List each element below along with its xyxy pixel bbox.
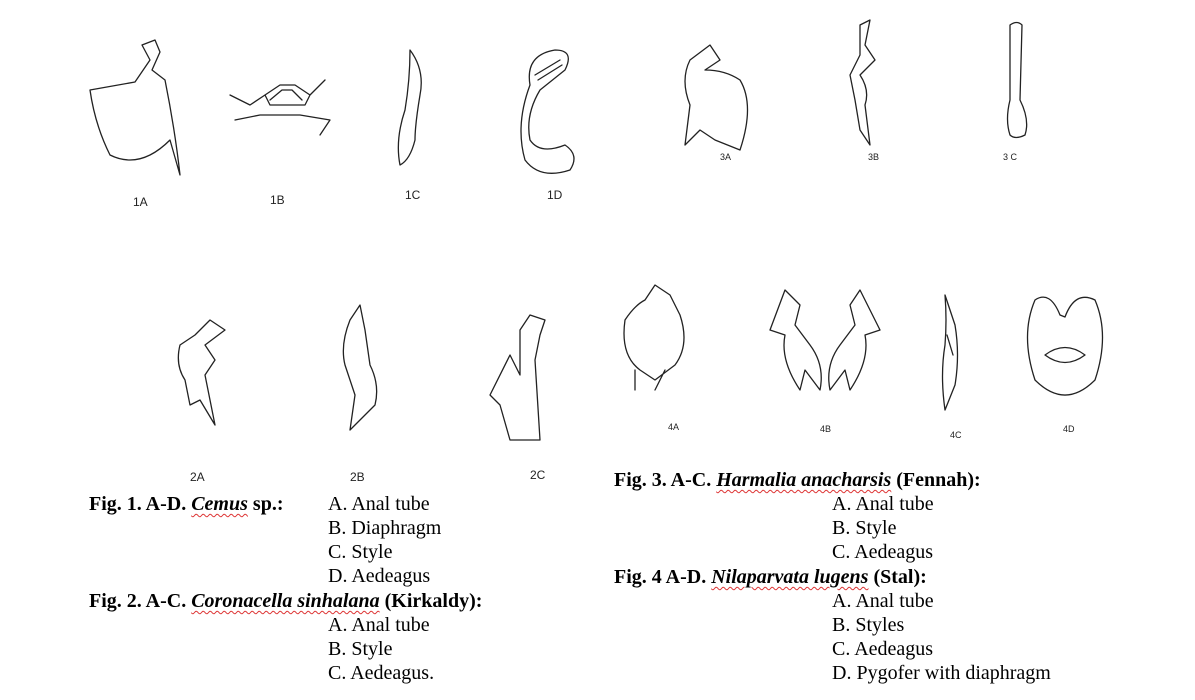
label-4d: 4D bbox=[1063, 424, 1075, 434]
caption-item: C. Aedeagus. bbox=[328, 662, 435, 684]
drawing-4d-pygofer bbox=[1026, 296, 1104, 396]
drawing-3a-anal-tube bbox=[684, 44, 749, 151]
caption-fig2: Fig. 2. A-C. Coronacella sinhalana (Kirk… bbox=[89, 589, 482, 613]
caption-prefix: Fig. 3. A-C. bbox=[614, 469, 712, 491]
caption-suffix: (Kirkaldy): bbox=[384, 590, 483, 612]
caption-prefix: Fig. 4 A-D. bbox=[614, 566, 707, 588]
label-4a: 4A bbox=[668, 422, 680, 432]
caption-item: D. Pygofer with diaphragm bbox=[832, 662, 1051, 684]
caption-fig4-items: A. Anal tube B. Styles C. Aedeagus D. Py… bbox=[832, 589, 1051, 685]
caption-item: C. Style bbox=[328, 541, 393, 563]
caption-fig4: Fig. 4 A-D. Nilaparvata lugens (Stal): bbox=[614, 565, 927, 589]
drawing-2c-aedeagus bbox=[489, 314, 546, 441]
label-3c: 3 C bbox=[1003, 152, 1018, 162]
drawing-1b-diaphragm bbox=[229, 79, 331, 136]
caption-item: C. Aedeagus bbox=[832, 541, 934, 563]
species-name: Harmalia anacharsis bbox=[716, 469, 892, 491]
caption-item: B. Style bbox=[328, 638, 393, 660]
drawing-1c-style bbox=[397, 49, 422, 166]
caption-fig2-items: A. Anal tube B. Style C. Aedeagus. bbox=[328, 613, 434, 685]
caption-item: A. Anal tube bbox=[832, 493, 934, 515]
drawing-3b-style bbox=[849, 19, 876, 146]
label-1a: 1A bbox=[133, 195, 148, 209]
caption-fig3-items: A. Anal tube B. Style C. Aedeagus bbox=[832, 492, 934, 564]
caption-fig1-items: A. Anal tube B. Diaphragm C. Style D. Ae… bbox=[328, 492, 441, 588]
label-4b: 4B bbox=[820, 424, 832, 434]
drawing-4a-anal-tube bbox=[623, 284, 685, 391]
drawing-1a-anal-tube bbox=[89, 39, 181, 176]
caption-suffix: sp.: bbox=[252, 493, 284, 515]
caption-fig3: Fig. 3. A-C. Harmalia anacharsis (Fennah… bbox=[614, 468, 981, 492]
drawing-1d-aedeagus bbox=[520, 49, 575, 174]
species-name: Cemus bbox=[191, 493, 248, 515]
species-name: Coronacella sinhalana bbox=[191, 590, 380, 612]
label-3b: 3B bbox=[868, 152, 880, 162]
caption-item: B. Diaphragm bbox=[328, 517, 442, 539]
label-1d: 1D bbox=[547, 188, 563, 202]
caption-prefix: Fig. 1. A-D. bbox=[89, 493, 187, 515]
label-1b: 1B bbox=[270, 193, 285, 207]
label-4c: 4C bbox=[950, 430, 962, 440]
species-name: Nilaparvata lugens bbox=[711, 566, 869, 588]
drawing-3c-aedeagus bbox=[1006, 21, 1028, 139]
label-2a: 2A bbox=[190, 470, 205, 484]
drawing-4b-styles bbox=[769, 289, 881, 391]
caption-item: D. Aedeagus bbox=[328, 565, 431, 587]
label-1c: 1C bbox=[405, 188, 421, 202]
label-2c: 2C bbox=[530, 468, 546, 482]
caption-prefix: Fig. 2. A-C. bbox=[89, 590, 187, 612]
caption-item: B. Style bbox=[832, 517, 897, 539]
caption-item: A. Anal tube bbox=[328, 493, 430, 515]
caption-item: A. Anal tube bbox=[328, 614, 430, 636]
caption-suffix: (Fennah): bbox=[896, 469, 981, 491]
label-3a: 3A bbox=[720, 152, 732, 162]
caption-suffix: (Stal): bbox=[873, 566, 927, 588]
caption-item: A. Anal tube bbox=[832, 590, 934, 612]
drawing-2a-anal-tube bbox=[177, 319, 226, 426]
label-2b: 2B bbox=[350, 470, 365, 484]
caption-item: B. Styles bbox=[832, 614, 905, 636]
caption-item: C. Aedeagus bbox=[832, 638, 934, 660]
caption-fig1: Fig. 1. A-D. Cemus sp.: bbox=[89, 492, 283, 516]
drawing-4c-aedeagus bbox=[941, 294, 959, 411]
drawing-2b-style bbox=[342, 304, 378, 431]
